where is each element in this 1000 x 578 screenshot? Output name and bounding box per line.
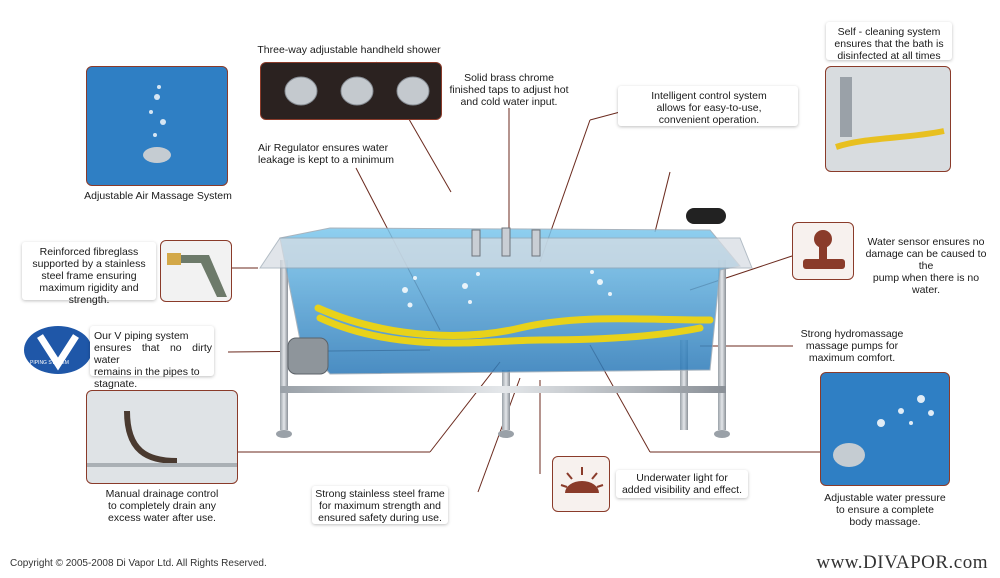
shower-label: Three-way adjustable handheld shower (257, 44, 441, 56)
v-piping-label: Our V piping system ensures that no dirt… (94, 330, 212, 390)
steel-frame-tag (312, 486, 448, 524)
control-label: Intelligent control system allows for ea… (651, 90, 767, 126)
control-tag (618, 86, 798, 126)
website-link[interactable]: www.DIVAPOR.com (816, 552, 988, 573)
drainage-label: Manual drainage control to completely dr… (105, 488, 219, 524)
fibreglass-label: Reinforced fibreglass supported by a sta… (32, 246, 146, 306)
water-pressure-label: Adjustable water pressure to ensure a co… (824, 492, 946, 528)
steel-frame-label: Strong stainless steel frame for maximum… (315, 488, 445, 524)
selfclean-panel (825, 66, 951, 172)
selfclean-tag (826, 22, 952, 60)
v-piping-logo: PIPING SYSTEM (22, 324, 94, 376)
water-sensor-label: Water sensor ensures no damage can be ca… (865, 236, 987, 296)
hydromassage-label: Strong hydromassage massage pumps for ma… (800, 328, 904, 364)
water-sensor-panel (792, 222, 854, 280)
air-regulator-label: Air Regulator ensures water leakage is k… (258, 142, 394, 166)
copyright-text: Copyright © 2005-2008 Di Vapor Ltd. All … (10, 558, 267, 569)
underwater-light-label: Underwater light for added visibility an… (621, 472, 743, 496)
water-pressure-panel (820, 372, 950, 486)
fibreglass-panel (160, 240, 232, 302)
fibreglass-tag (22, 242, 156, 300)
bathtub-illustration (259, 208, 753, 438)
air-massage-panel (86, 66, 228, 186)
v-piping-tag (90, 326, 214, 376)
v-piping-logo-text: PIPING SYSTEM (30, 360, 69, 366)
underwater-light-tag (616, 470, 748, 498)
selfclean-label: Self - cleaning system ensures that the … (834, 26, 944, 62)
drainage-panel (86, 390, 238, 484)
air-massage-label: Adjustable Air Massage System (84, 190, 232, 202)
shower-heads-panel (260, 62, 442, 120)
taps-label: Solid brass chrome finished taps to adju… (449, 72, 569, 108)
underwater-light-panel (552, 456, 610, 512)
